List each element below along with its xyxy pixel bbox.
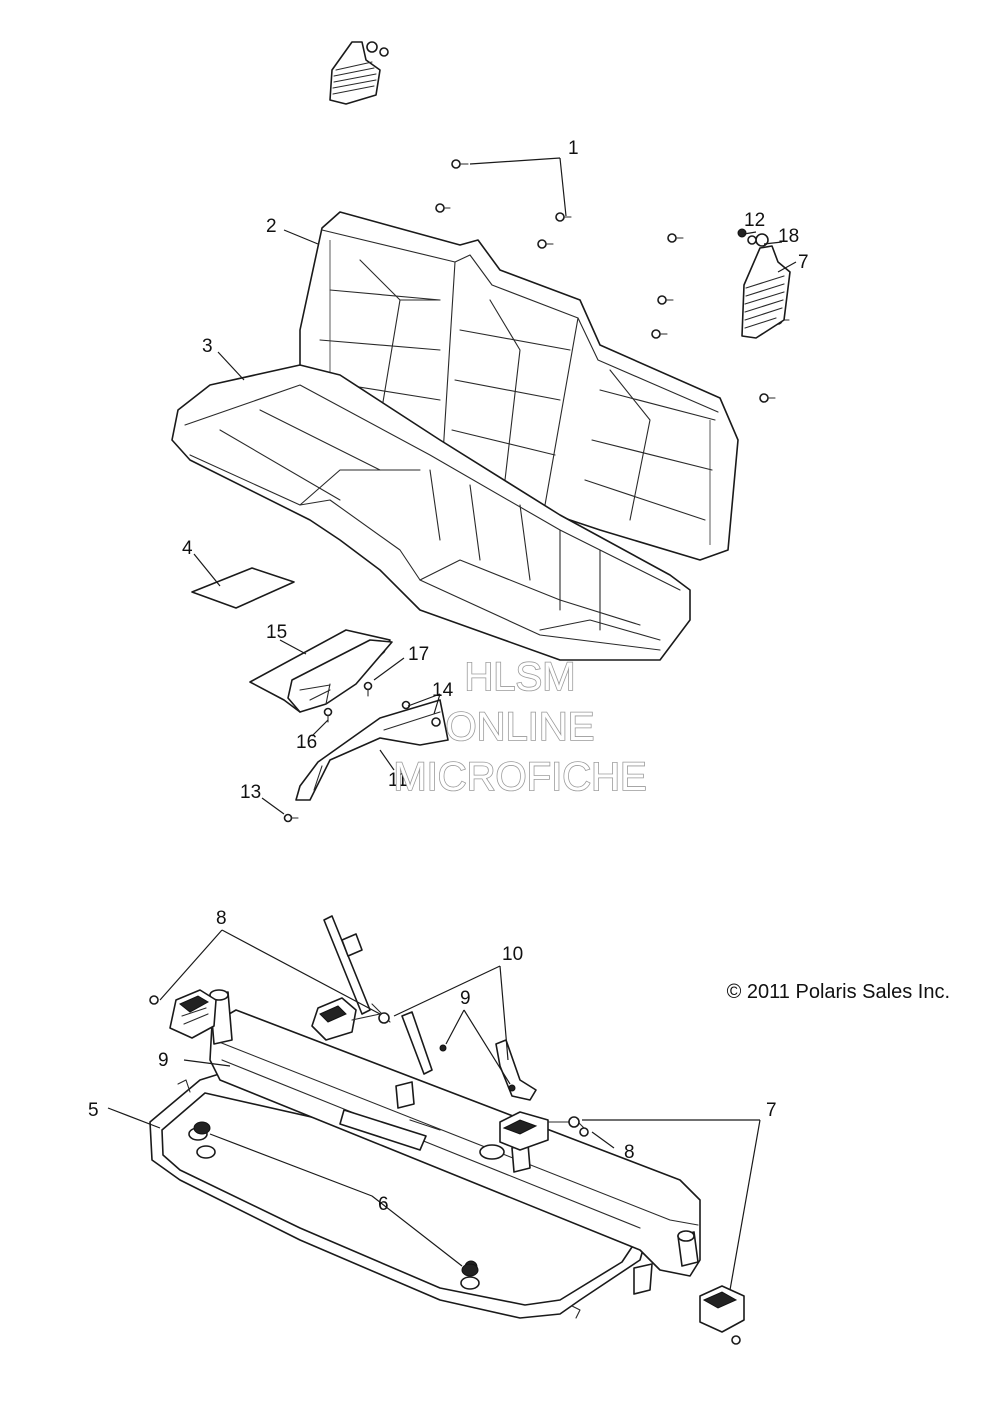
latch-cover-part-15 — [249, 629, 393, 713]
callout-7-lower: 7 — [766, 1100, 777, 1121]
latch-bracket-part-11 — [295, 699, 449, 801]
callout-15: 15 — [266, 622, 287, 643]
callout-9-upper: 9 — [460, 988, 471, 1009]
seat-belt-part-10 — [311, 915, 537, 1101]
callout-1: 1 — [568, 138, 579, 159]
callout-8-upper: 8 — [216, 908, 227, 929]
callout-11: 11 — [388, 770, 408, 791]
belt-buckle-bottom-right — [699, 1285, 745, 1345]
callout-10: 10 — [502, 944, 523, 965]
callout-9-lower: 9 — [158, 1050, 169, 1071]
seat-bottom — [171, 364, 691, 661]
belt-buckle-right — [499, 1111, 589, 1151]
callout-17: 17 — [408, 644, 429, 665]
callout-4: 4 — [182, 538, 193, 559]
bolts-seat-back — [435, 159, 790, 403]
watermark: HLSM ONLINE MICROFICHE — [393, 654, 648, 800]
grommet-part-6-right — [461, 1263, 479, 1277]
callout-13: 13 — [240, 782, 261, 803]
copyright-text: © 2011 Polaris Sales Inc. — [727, 981, 950, 1003]
grommet-part-6-left — [193, 1121, 211, 1135]
screw-part-14 — [401, 700, 411, 710]
callout-18: 18 — [778, 226, 799, 247]
watermark-line-1: HLSM — [464, 655, 575, 699]
callouts: 1 2 3 4 15 17 14 16 11 13 12 18 7 8 10 9… — [88, 138, 809, 1215]
callout-3: 3 — [202, 336, 213, 357]
callout-12: 12 — [744, 210, 765, 231]
callout-16: 16 — [296, 732, 317, 753]
gas-spring-top — [329, 41, 389, 105]
callout-7-upper: 7 — [798, 252, 809, 273]
callout-8-lower: 8 — [624, 1142, 635, 1163]
gas-spring-right — [737, 228, 791, 339]
callout-2: 2 — [266, 216, 277, 237]
callout-5: 5 — [88, 1100, 99, 1121]
screw-part-17 — [363, 681, 373, 697]
callout-6: 6 — [378, 1194, 389, 1215]
callout-14: 14 — [432, 680, 454, 701]
watermark-line-3: MICROFICHE — [393, 755, 646, 799]
leader-lines — [107, 157, 797, 1291]
screw-part-16 — [323, 707, 333, 723]
screw-part-13 — [283, 813, 299, 823]
belt-buckle-left — [149, 989, 217, 1039]
seat-pad-part-4 — [191, 567, 295, 609]
watermark-line-2: ONLINE — [446, 705, 595, 749]
seat-back — [299, 211, 739, 561]
